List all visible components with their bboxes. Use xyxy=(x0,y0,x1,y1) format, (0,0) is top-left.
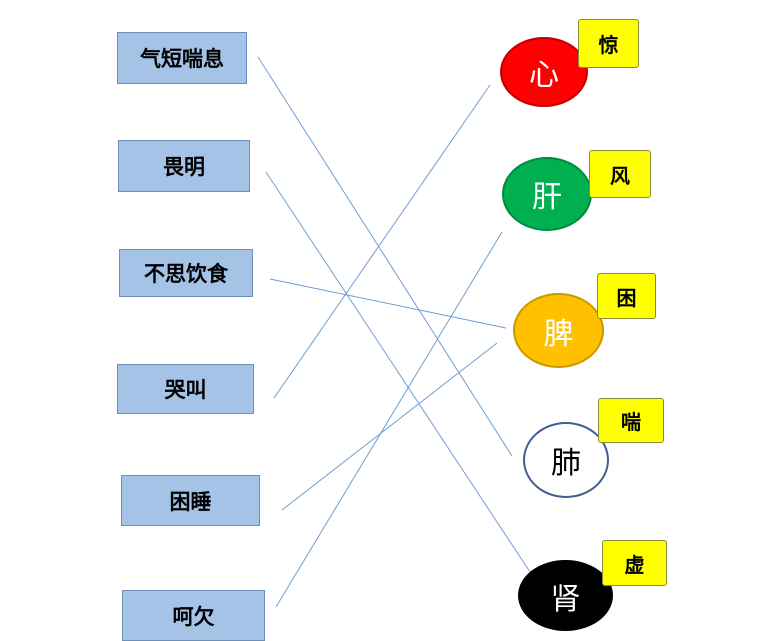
symptom-box-3: 哭叫 xyxy=(117,364,254,414)
symptom-box-4: 困睡 xyxy=(121,475,260,526)
symptom-label: 不思饮食 xyxy=(144,262,228,286)
symptom-label: 气短喘息 xyxy=(140,47,224,71)
organ-label: 肺 xyxy=(551,446,581,481)
tag-label: 风 xyxy=(610,163,630,188)
connection-line-0 xyxy=(257,56,513,457)
connection-line-5 xyxy=(275,231,503,608)
connection-line-1 xyxy=(265,171,533,576)
organ-circle-4: 肾 xyxy=(518,560,613,631)
tag-label: 喘 xyxy=(621,410,641,434)
organ-circle-1: 肝 xyxy=(502,157,592,231)
tag-label: 虚 xyxy=(624,552,645,577)
organ-circle-0: 心 xyxy=(500,37,588,107)
organ-tag-4: 虚 xyxy=(602,540,667,586)
organ-label: 脾 xyxy=(543,316,574,352)
tag-label: 惊 xyxy=(598,33,619,57)
symptom-box-1: 畏明 xyxy=(118,140,250,192)
symptom-label: 哭叫 xyxy=(164,378,207,402)
organ-tag-0: 惊 xyxy=(578,19,639,68)
organ-circle-3: 肺 xyxy=(523,422,609,498)
symptom-label: 困睡 xyxy=(169,489,212,514)
organ-circle-2: 脾 xyxy=(513,293,604,368)
connection-line-3 xyxy=(273,84,491,399)
organ-label: 心 xyxy=(529,58,559,93)
connection-line-2 xyxy=(269,278,507,329)
organ-tag-2: 困 xyxy=(597,273,656,319)
symptom-box-0: 气短喘息 xyxy=(117,32,247,84)
symptom-box-2: 不思饮食 xyxy=(119,249,253,297)
symptom-label: 畏明 xyxy=(163,155,205,179)
connection-line-4 xyxy=(281,342,498,511)
symptom-box-5: 呵欠 xyxy=(122,590,265,641)
tag-label: 困 xyxy=(616,285,637,310)
symptom-label: 呵欠 xyxy=(172,604,215,629)
organ-tag-1: 风 xyxy=(589,150,651,198)
organ-tag-3: 喘 xyxy=(598,398,664,443)
organ-label: 肾 xyxy=(550,581,581,617)
organ-label: 肝 xyxy=(532,180,562,215)
